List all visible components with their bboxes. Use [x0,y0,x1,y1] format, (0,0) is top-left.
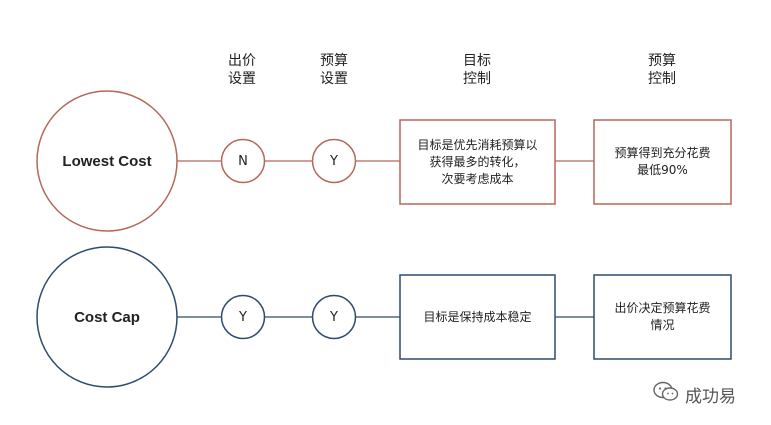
budget-control-text-cost-cap: 出价决定预算花费 情况 [614,301,711,332]
budget-value-cost-cap: Y [330,309,338,325]
budget-node-lowest-cost [311,138,357,184]
row-lowest-cost [36,90,732,232]
bid-node-lowest-cost [220,138,266,184]
budget-control-text-lowest-cost: 预算得到充分花费 最低90% [614,146,711,177]
target-text-lowest-cost: 目标是优先消耗预算以 获得最多的转化， 次要考虑成本 [417,137,538,186]
wechat-icon [653,381,679,408]
bid-value-cost-cap: Y [239,309,247,325]
target-box-lowest-cost [399,119,556,205]
target-box-cost-cap [399,274,556,360]
bid-value-lowest-cost: N [238,153,248,169]
header-bid-setting: 出价 设置 [228,53,256,87]
watermark: 成功易 [653,381,736,408]
bid-node-cost-cap [220,294,266,340]
header-budget-setting: 预算 设置 [320,53,348,87]
strategy-label-cost-cap: Cost Cap [74,308,140,326]
watermark-text: 成功易 [685,387,736,407]
budget-control-box-lowest-cost [593,119,732,205]
budget-node-cost-cap [311,294,357,340]
strategy-label-lowest-cost: Lowest Cost [62,152,152,170]
target-text-cost-cap: 目标是保持成本稳定 [423,309,532,324]
strategy-circle-cost-cap [36,246,178,388]
budget-value-lowest-cost: Y [330,153,338,169]
budget-control-box-cost-cap [593,274,732,360]
strategy-circle-lowest-cost [36,90,178,232]
header-target-control: 目标 控制 [463,53,491,87]
header-budget-control: 预算 控制 [648,53,676,87]
row-cost-cap [36,246,732,388]
